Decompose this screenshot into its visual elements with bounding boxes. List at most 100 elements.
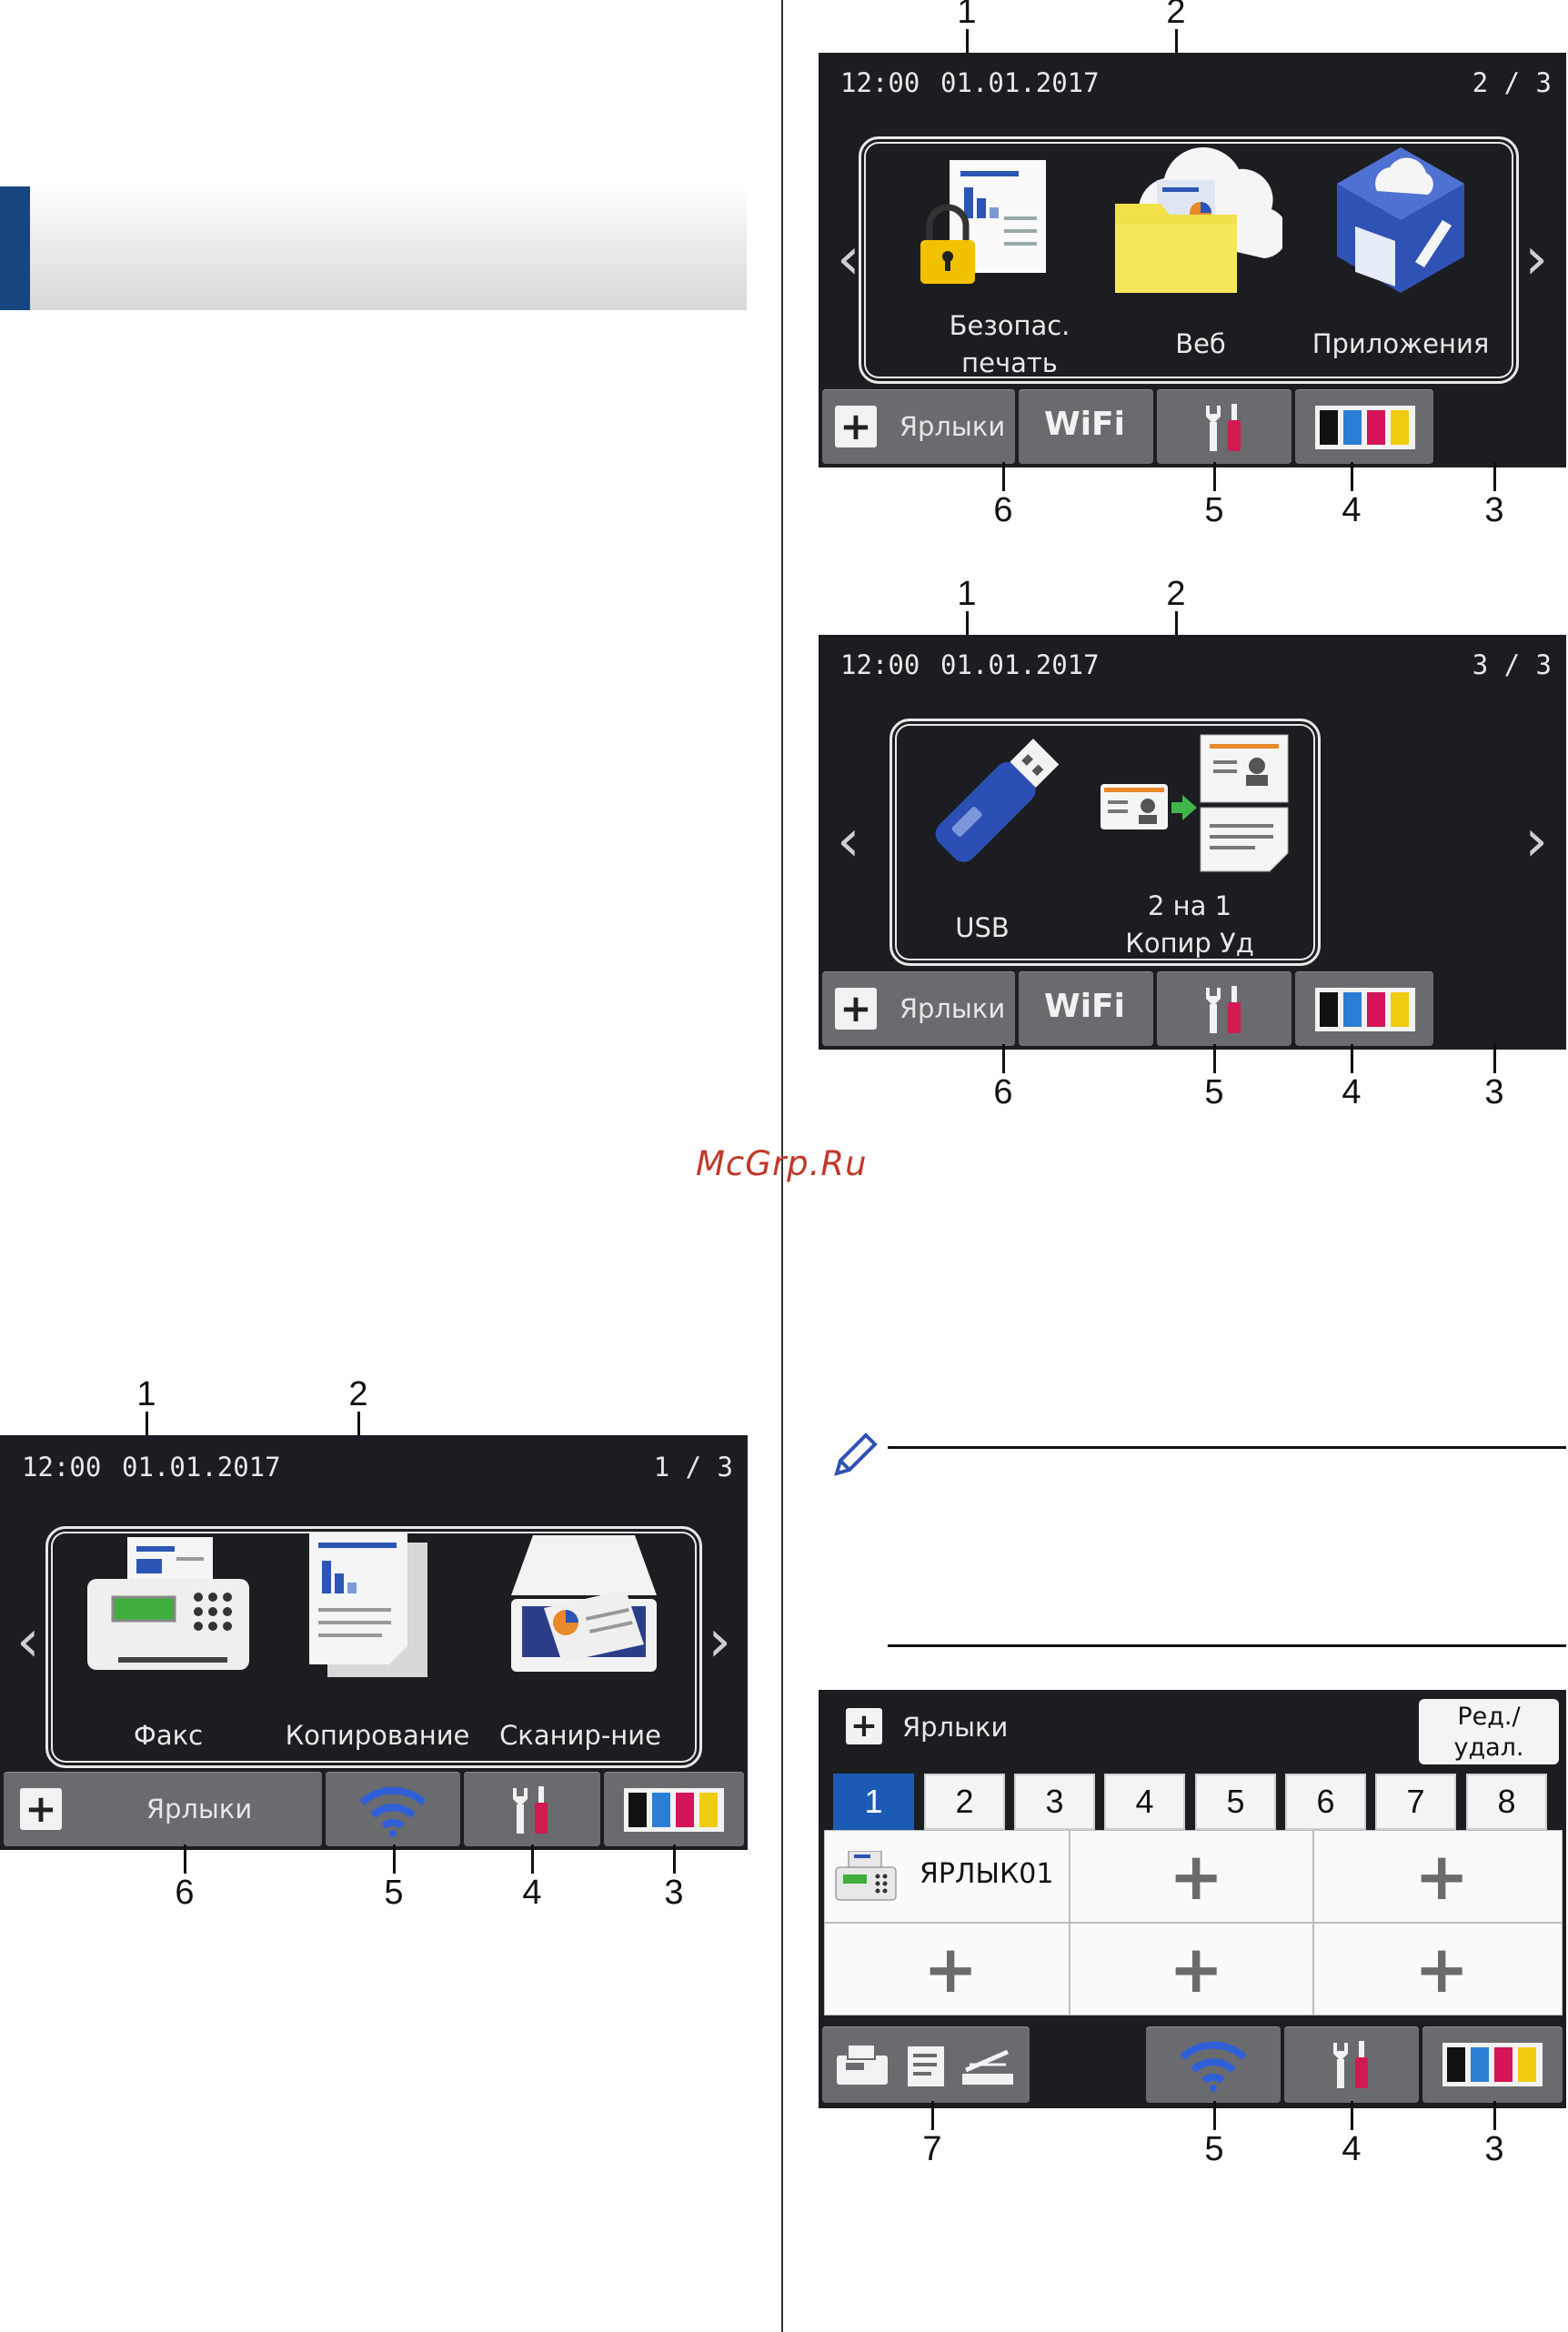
fax-machine-icon [835,1851,897,1901]
callout-line [673,1844,676,1874]
page-indicator: 1 / 3 [653,1452,733,1483]
callout-7: 7 [922,2130,942,2168]
callout-line [1351,2101,1353,2130]
shortcuts-button[interactable]: + Ярлыки [822,389,1015,464]
note-top-rule [888,1446,1566,1449]
chevron-right-icon[interactable]: › [708,1608,731,1675]
wifi-button[interactable]: WiFi [1019,389,1153,464]
plus-icon: + [20,1788,62,1830]
scanner-icon [511,1535,657,1672]
wifi-button[interactable] [1146,2026,1281,2103]
settings-button[interactable] [1157,971,1292,1046]
app-label: USB [955,912,1010,943]
shortcut-slot-4[interactable]: + [824,1923,1070,2015]
status-time: 12:00 [22,1452,102,1483]
usb-drive-icon [935,739,1060,862]
shortcut-slot-5[interactable]: + [1070,1923,1313,2015]
callout-2: 2 [1166,575,1186,613]
tab-5[interactable]: 5 [1195,1774,1276,1830]
callout-4: 4 [1342,2130,1362,2168]
app-label-line1: 2 на 1 [1147,890,1232,921]
shortcut-slot-6[interactable]: + [1313,1923,1563,2015]
chevron-left-icon[interactable]: ‹ [837,226,860,293]
add-shortcut-icon: + [1169,1931,1224,2007]
callout-5: 5 [1204,491,1224,529]
callout-line [1493,462,1496,491]
settings-button[interactable] [1284,2026,1419,2103]
chevron-left-icon[interactable]: ‹ [16,1608,40,1675]
chevron-right-icon[interactable]: › [1524,226,1548,293]
shortcut-slot-1[interactable]: ЯРЛЫК01 [824,1830,1070,1923]
app-label: Веб [1175,328,1226,359]
ink-button[interactable] [1295,389,1433,464]
callout-2: 2 [348,1375,368,1413]
tab-3[interactable]: 3 [1014,1774,1095,1830]
mode-buttons[interactable] [822,2026,1030,2103]
callout-line [146,1412,148,1448]
column-divider [781,0,783,2332]
ink-level-icon [1315,406,1415,449]
ink-button[interactable] [1422,2026,1563,2103]
callout-4: 4 [1342,491,1362,529]
settings-button[interactable] [1157,389,1292,464]
wifi-icon [1180,2041,1247,2092]
edit-label-line2: удал. [1453,1734,1524,1762]
edit-delete-button[interactable]: Ред./ удал. [1419,1699,1559,1764]
wrench-screwdriver-icon [1333,2041,1368,2088]
app-tiles-frame [45,1526,702,1768]
id-copy-icon [1101,734,1289,872]
settings-button[interactable] [464,1772,600,1846]
callout-1: 1 [957,575,977,613]
chevron-left-icon[interactable]: ‹ [837,808,860,875]
callout-line [931,2101,934,2130]
ink-button[interactable] [604,1772,744,1846]
shortcut-slot-2[interactable]: + [1070,1830,1313,1923]
tab-1[interactable]: 1 [833,1774,914,1830]
shortcuts-label: Ярлыки [899,993,1006,1024]
callout-5: 5 [1204,1073,1224,1111]
callout-4: 4 [1342,1073,1362,1111]
status-time: 12:00 [840,649,920,680]
ink-button[interactable] [1295,971,1433,1046]
callout-4: 4 [522,1874,542,1912]
callout-line [1002,1044,1005,1073]
add-shortcut-icon: + [923,1931,979,2007]
app-label: Факс [133,1720,204,1751]
shortcuts-label: Ярлыки [146,1794,253,1824]
callout-3: 3 [1484,1073,1504,1111]
shortcuts-title: Ярлыки [902,1712,1009,1743]
callout-line [1351,462,1353,491]
callout-line [1213,462,1216,491]
wifi-icon [359,1786,427,1837]
callout-6: 6 [993,1073,1013,1111]
tab-4[interactable]: 4 [1104,1774,1185,1830]
tab-7[interactable]: 7 [1375,1774,1456,1830]
callout-6: 6 [175,1874,195,1912]
status-date: 01.01.2017 [940,649,1100,680]
callout-2: 2 [1166,0,1186,31]
tab-6[interactable]: 6 [1285,1774,1366,1830]
tab-8[interactable]: 8 [1466,1774,1547,1830]
fax-copy-scan-icon [837,2044,1013,2086]
cloud-folder-icon [1115,147,1282,293]
tab-2[interactable]: 2 [924,1774,1005,1830]
status-time: 12:00 [840,67,920,98]
section-header-tab [0,186,30,310]
wifi-button[interactable]: WiFi [1019,971,1153,1046]
shortcuts-label: Ярлыки [899,411,1006,442]
shortcuts-button[interactable]: + Ярлыки [822,971,1015,1046]
lcd-screen-page1: 12:00 01.01.2017 1 / 3 ‹ › Факс [0,1435,748,1850]
app-label: Копирование [285,1720,470,1751]
callout-line [1213,1044,1216,1073]
app-label: Приложения [1312,328,1490,359]
chevron-right-icon[interactable]: › [1524,808,1548,875]
app-tiles-frame [890,719,1321,966]
note-bottom-rule [888,1644,1566,1647]
app-label-line1: Безопас. [949,310,1070,341]
wrench-screwdriver-icon [513,1786,548,1834]
shortcuts-button[interactable]: + Ярлыки [4,1772,322,1846]
add-shortcut-icon: + [1414,1838,1470,1915]
callout-5: 5 [384,1874,404,1912]
wifi-button[interactable] [326,1772,460,1846]
shortcut-slot-3[interactable]: + [1313,1830,1563,1923]
